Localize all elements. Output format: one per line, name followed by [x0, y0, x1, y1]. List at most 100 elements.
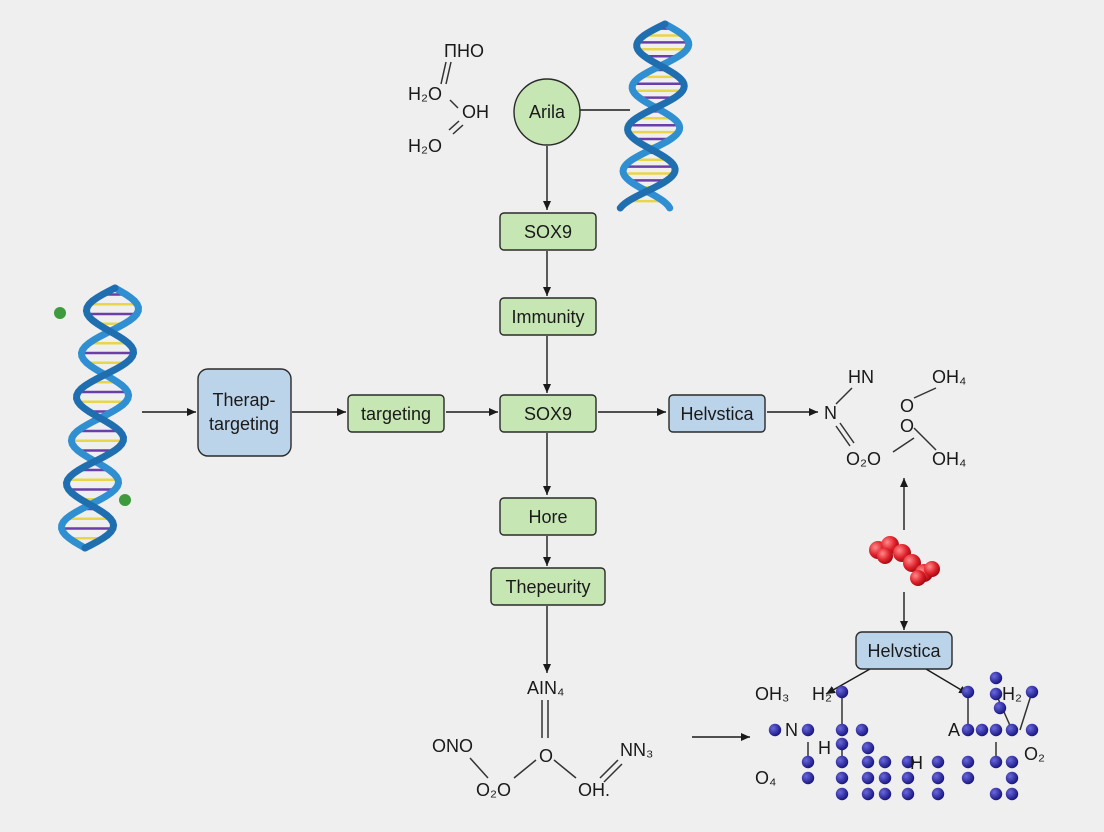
lattice-atom: [901, 771, 915, 785]
lattice-atom: [861, 787, 875, 801]
chem-right-oh4-top: OH₄: [932, 367, 966, 387]
lattice-bond: [1019, 691, 1033, 731]
edge-helvstica-bottom-right: [925, 668, 969, 695]
node-hore-label: Hore: [528, 507, 567, 527]
helix-strand: [62, 284, 138, 552]
chem-right-o2: O: [900, 416, 914, 436]
lattice-atom: [835, 771, 849, 785]
node-helvstica-right[interactable]: Helvstica: [668, 394, 766, 433]
chem-bottom-o-center: O: [539, 746, 553, 766]
lattice-atom: [975, 723, 989, 737]
chem-structure-top-left: ΠHO H₂O OH H₂O: [408, 41, 489, 156]
chem-br-oh3: OH₃: [755, 684, 789, 704]
chem-top-left-d: H₂O: [408, 136, 442, 156]
lattice-atom: [878, 787, 892, 801]
chem-structure-right: HN OH₄ N O O O₂O OH₄: [824, 367, 966, 469]
helix-strand: [619, 20, 693, 212]
lattice-atom: [961, 685, 975, 699]
node-sox9-center[interactable]: SOX9: [499, 394, 597, 433]
chem-right-o1: O: [900, 396, 914, 416]
chem-bottom-ain4: AIN₄: [527, 678, 564, 698]
helix-end-cap: [54, 307, 66, 319]
lattice-atom: [801, 771, 815, 785]
node-sox9-top-label: SOX9: [524, 222, 572, 242]
lattice-atom: [901, 755, 915, 769]
lattice-atom: [878, 755, 892, 769]
lattice-atom: [989, 787, 1003, 801]
lattice-atom: [835, 787, 849, 801]
node-sox9-center-label: SOX9: [524, 404, 572, 424]
chem-bottom-o2o: O₂O: [476, 780, 511, 800]
node-hore[interactable]: Hore: [499, 497, 597, 536]
lattice-atom: [961, 723, 975, 737]
helix-end-cap: [119, 494, 131, 506]
node-therap-label-line1: Therap-: [212, 390, 275, 410]
lattice-atom: [878, 771, 892, 785]
node-immunity-label: Immunity: [511, 307, 584, 327]
lattice-atom: [835, 685, 849, 699]
dna-helix-top-icon: [616, 20, 693, 212]
lattice-atom: [989, 687, 1003, 701]
lattice-atom: [931, 755, 945, 769]
chem-lattice-bottom-right: OH₃ H₂ N H O₄ H A H₂ O₂: [755, 671, 1045, 801]
chem-bottom-oh: OH.: [578, 780, 610, 800]
lattice-atom: [1025, 723, 1039, 737]
lattice-atom: [1025, 685, 1039, 699]
node-sox9-top[interactable]: SOX9: [499, 212, 597, 251]
lattice-atom: [835, 755, 849, 769]
node-helvstica-right-label: Helvstica: [680, 404, 754, 424]
chem-bottom-nn3: NN₃: [620, 740, 653, 760]
chem-br-n: N: [785, 720, 798, 740]
lattice-atom: [993, 701, 1007, 715]
node-arila[interactable]: Arila: [513, 78, 581, 146]
lattice-atom: [835, 737, 849, 751]
lattice-atom: [768, 723, 782, 737]
lattice-atom: [989, 671, 1003, 685]
node-arila-label: Arila: [529, 102, 566, 122]
lattice-atom: [931, 771, 945, 785]
chem-br-h2-left: H₂: [812, 684, 832, 704]
chem-br-h-mid: H: [910, 753, 923, 773]
chem-br-o2: O₂: [1024, 744, 1045, 764]
lattice-atom: [861, 755, 875, 769]
chem-br-h-left: H: [818, 738, 831, 758]
edge-helvstica-bottom-left: [825, 668, 871, 695]
node-thepeurity-label: Thepeurity: [505, 577, 590, 597]
node-targeting-label: targeting: [361, 404, 431, 424]
lattice-atom: [801, 723, 815, 737]
helix-strand: [616, 20, 688, 212]
lattice-atom: [861, 771, 875, 785]
node-therap-label-line2: targeting: [209, 414, 279, 434]
chem-structure-bottom: AIN₄ O ONO O₂O OH. NN₃: [432, 678, 653, 800]
chem-top-left-b: H₂O: [408, 84, 442, 104]
edges: [142, 109, 969, 741]
lattice-atom: [1005, 755, 1019, 769]
red-molecule-icon: [869, 536, 940, 586]
node-helvstica-bottom-label: Helvstica: [867, 641, 941, 661]
lattice-atom: [961, 755, 975, 769]
node-thepeurity[interactable]: Thepeurity: [490, 567, 606, 606]
chem-br-h2-right: H₂: [1002, 684, 1022, 704]
chem-br-o4: O₄: [755, 768, 776, 788]
chem-bottom-ono: ONO: [432, 736, 473, 756]
lattice-atom: [1005, 787, 1019, 801]
dna-helix-left-icon: [54, 284, 142, 552]
lattice-atom: [861, 741, 875, 755]
lattice-atom: [855, 723, 869, 737]
lattice-atom: [901, 787, 915, 801]
chem-right-o2o: O₂O: [846, 449, 881, 469]
chem-br-a: A: [948, 720, 960, 740]
chem-right-hn: HN: [848, 367, 874, 387]
chem-top-left-c: OH: [462, 102, 489, 122]
node-therap-targeting[interactable]: Therap- targeting: [197, 368, 292, 457]
node-immunity[interactable]: Immunity: [499, 297, 597, 336]
lattice-atom: [1005, 723, 1019, 737]
chem-right-oh4-bottom: OH₄: [932, 449, 966, 469]
chem-right-n: N: [824, 403, 837, 423]
node-helvstica-bottom[interactable]: Helvstica: [855, 631, 953, 670]
lattice-atom: [931, 787, 945, 801]
node-targeting[interactable]: targeting: [347, 394, 445, 433]
lattice-atom: [801, 755, 815, 769]
lattice-atom: [989, 755, 1003, 769]
